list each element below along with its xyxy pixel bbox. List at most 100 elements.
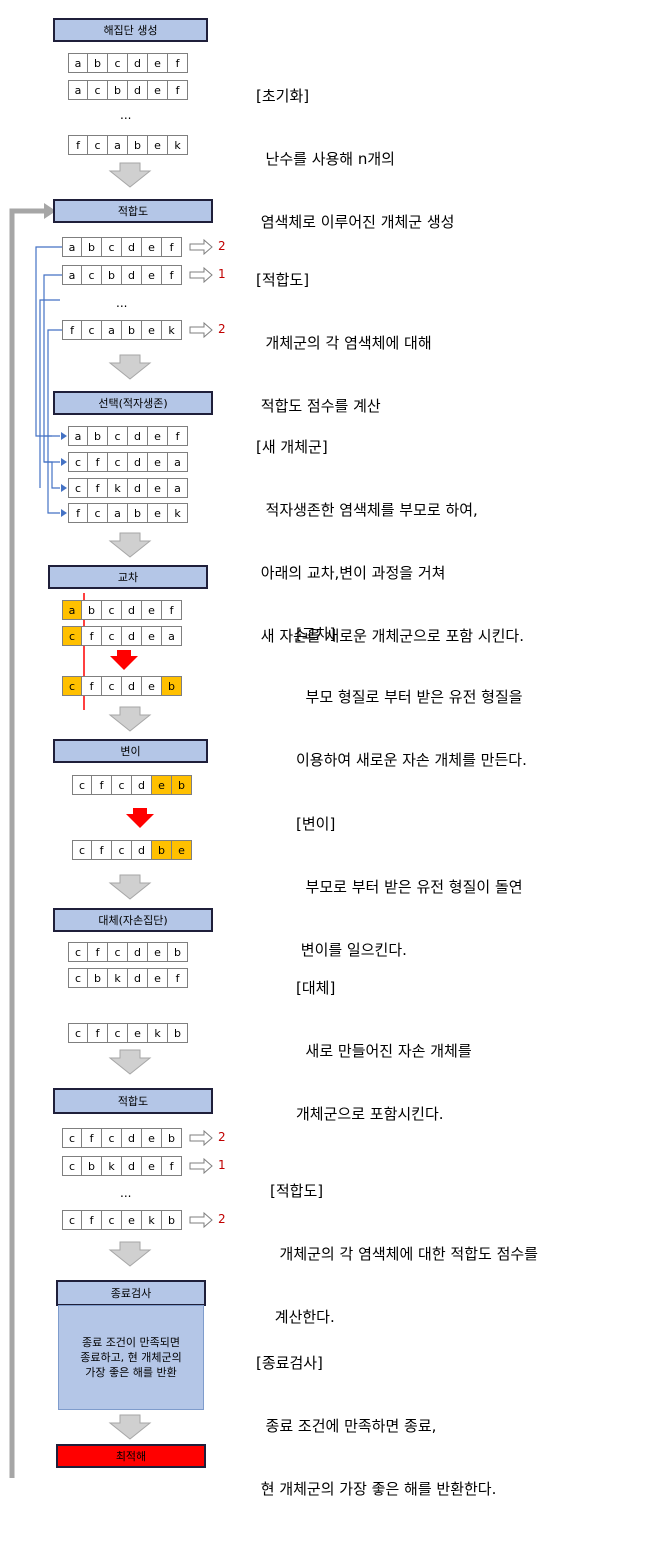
step-replacement: 대체(자손집단) [53, 908, 213, 932]
desc-line: 새 자손을 새로운 개체군으로 포함 시킨다. [256, 627, 524, 645]
gene-cell: e [148, 452, 168, 472]
loop-back-arrow-head [44, 203, 56, 219]
down-arrow-icon [108, 1049, 152, 1075]
gene-cell: b [128, 135, 148, 155]
gene-cell: f [68, 135, 88, 155]
desc-line: [대체] [296, 979, 336, 997]
desc-fitness-2: [적합도] 개체군의 각 염색체에 대한 적합도 점수를 계산한다. [270, 1139, 538, 1370]
gene-cell: b [82, 237, 102, 257]
gene-cell: b [168, 1023, 188, 1043]
hollow-arrow-icon [189, 266, 213, 284]
gene-cell: a [108, 135, 128, 155]
gene-cell: c [102, 237, 122, 257]
desc-line: 부모로 부터 받은 유전 형질이 돌연 [296, 878, 523, 896]
gene-cell: d [122, 265, 142, 285]
gene-cell: e [142, 600, 162, 620]
gene-cell: d [128, 452, 148, 472]
gene-cell: e [172, 840, 192, 860]
gene-cell: c [112, 775, 132, 795]
gene-cell: a [162, 626, 182, 646]
gene-cell: b [82, 600, 102, 620]
gene-cell: e [142, 626, 162, 646]
gene-cell: d [128, 942, 148, 962]
gene-cell: b [162, 1128, 182, 1148]
desc-line: 난수를 사용해 n개의 [256, 150, 395, 168]
termination-note: 종료 조건이 만족되면 종료하고, 현 개체군의 가장 좋은 해를 반환 [58, 1305, 204, 1410]
gene-cell: e [148, 968, 168, 988]
step-mutation: 변이 [53, 739, 208, 763]
gene-cell: c [72, 775, 92, 795]
fitness-score: 2 [218, 322, 226, 336]
gene-cell: a [102, 320, 122, 340]
gene-cell: d [122, 1128, 142, 1148]
selection-link-line [43, 274, 62, 463]
gene-cell: c [68, 968, 88, 988]
desc-line: 염색체로 이루어진 개체군 생성 [256, 213, 455, 231]
desc-termination: [종료검사] 종료 조건에 만족하면 종료, 현 개체군의 가장 좋은 해를 반… [256, 1311, 496, 1542]
gene-cell: c [108, 1023, 128, 1043]
gene-cell: f [162, 265, 182, 285]
hollow-arrow-icon [189, 1157, 213, 1175]
gene-cell: f [82, 676, 102, 696]
gene-cell: c [62, 676, 82, 696]
gene-cell: k [168, 135, 188, 155]
gene-cell: f [88, 1023, 108, 1043]
gene-cell: f [88, 942, 108, 962]
gene-cell: c [102, 626, 122, 646]
link-arrow-head [61, 509, 67, 517]
desc-line: [적합도] [270, 1182, 324, 1200]
gene-cell: f [162, 1156, 182, 1176]
desc-line: 이용하여 새로운 자손 개체를 만든다. [296, 751, 527, 769]
gene-cell: d [128, 426, 148, 446]
termination-note-line: 종료 조건이 만족되면 [81, 1336, 181, 1349]
gene-cell: e [152, 775, 172, 795]
desc-mutation: [변이] 부모로 부터 받은 유전 형질이 돌연 변이를 일으킨다. [296, 772, 523, 1003]
step-init: 해집단 생성 [53, 18, 208, 42]
gene-cell: d [122, 600, 142, 620]
desc-line: [적합도] [256, 271, 310, 289]
gene-cell: d [132, 775, 152, 795]
gene-cell: a [62, 600, 82, 620]
desc-replacement: [대체] 새로 만들어진 자손 개체를 개체군으로 포함시킨다. [296, 936, 472, 1167]
termination-note-line: 종료하고, 현 개체군의 [80, 1351, 182, 1364]
gene-cell: c [108, 942, 128, 962]
gene-cell: c [102, 1128, 122, 1148]
gene-cell: c [82, 320, 102, 340]
desc-line: 새로 만들어진 자손 개체를 [296, 1042, 472, 1060]
gene-cell: d [132, 840, 152, 860]
desc-line: 적자생존한 염색체를 부모로 하여, [256, 501, 478, 519]
down-arrow-icon [108, 1414, 152, 1440]
gene-cell: b [122, 320, 142, 340]
gene-cell: d [122, 626, 142, 646]
gene-cell: d [122, 1156, 142, 1176]
gene-cell: b [172, 775, 192, 795]
gene-cell: a [168, 452, 188, 472]
gene-cell: e [142, 320, 162, 340]
gene-cell: b [88, 426, 108, 446]
step-termination: 종료검사 [56, 1280, 206, 1306]
gene-cell: k [148, 1023, 168, 1043]
red-down-arrow-icon [110, 650, 138, 670]
gene-cell: d [128, 968, 148, 988]
selection-link-line [47, 329, 62, 514]
desc-line: 변이를 일으킨다. [296, 941, 407, 959]
gene-cell: f [92, 840, 112, 860]
desc-line: [초기화] [256, 87, 310, 105]
step-fitness: 적합도 [53, 199, 213, 223]
down-arrow-icon [108, 532, 152, 558]
desc-line: 종료 조건에 만족하면 종료, [256, 1417, 437, 1435]
desc-line: 계산한다. [270, 1308, 335, 1326]
gene-cell: c [108, 53, 128, 73]
gene-cell: f [82, 1210, 102, 1230]
desc-line: [변이] [296, 815, 336, 833]
desc-line: 적합도 점수를 계산 [256, 397, 381, 415]
gene-cell: c [102, 1210, 122, 1230]
